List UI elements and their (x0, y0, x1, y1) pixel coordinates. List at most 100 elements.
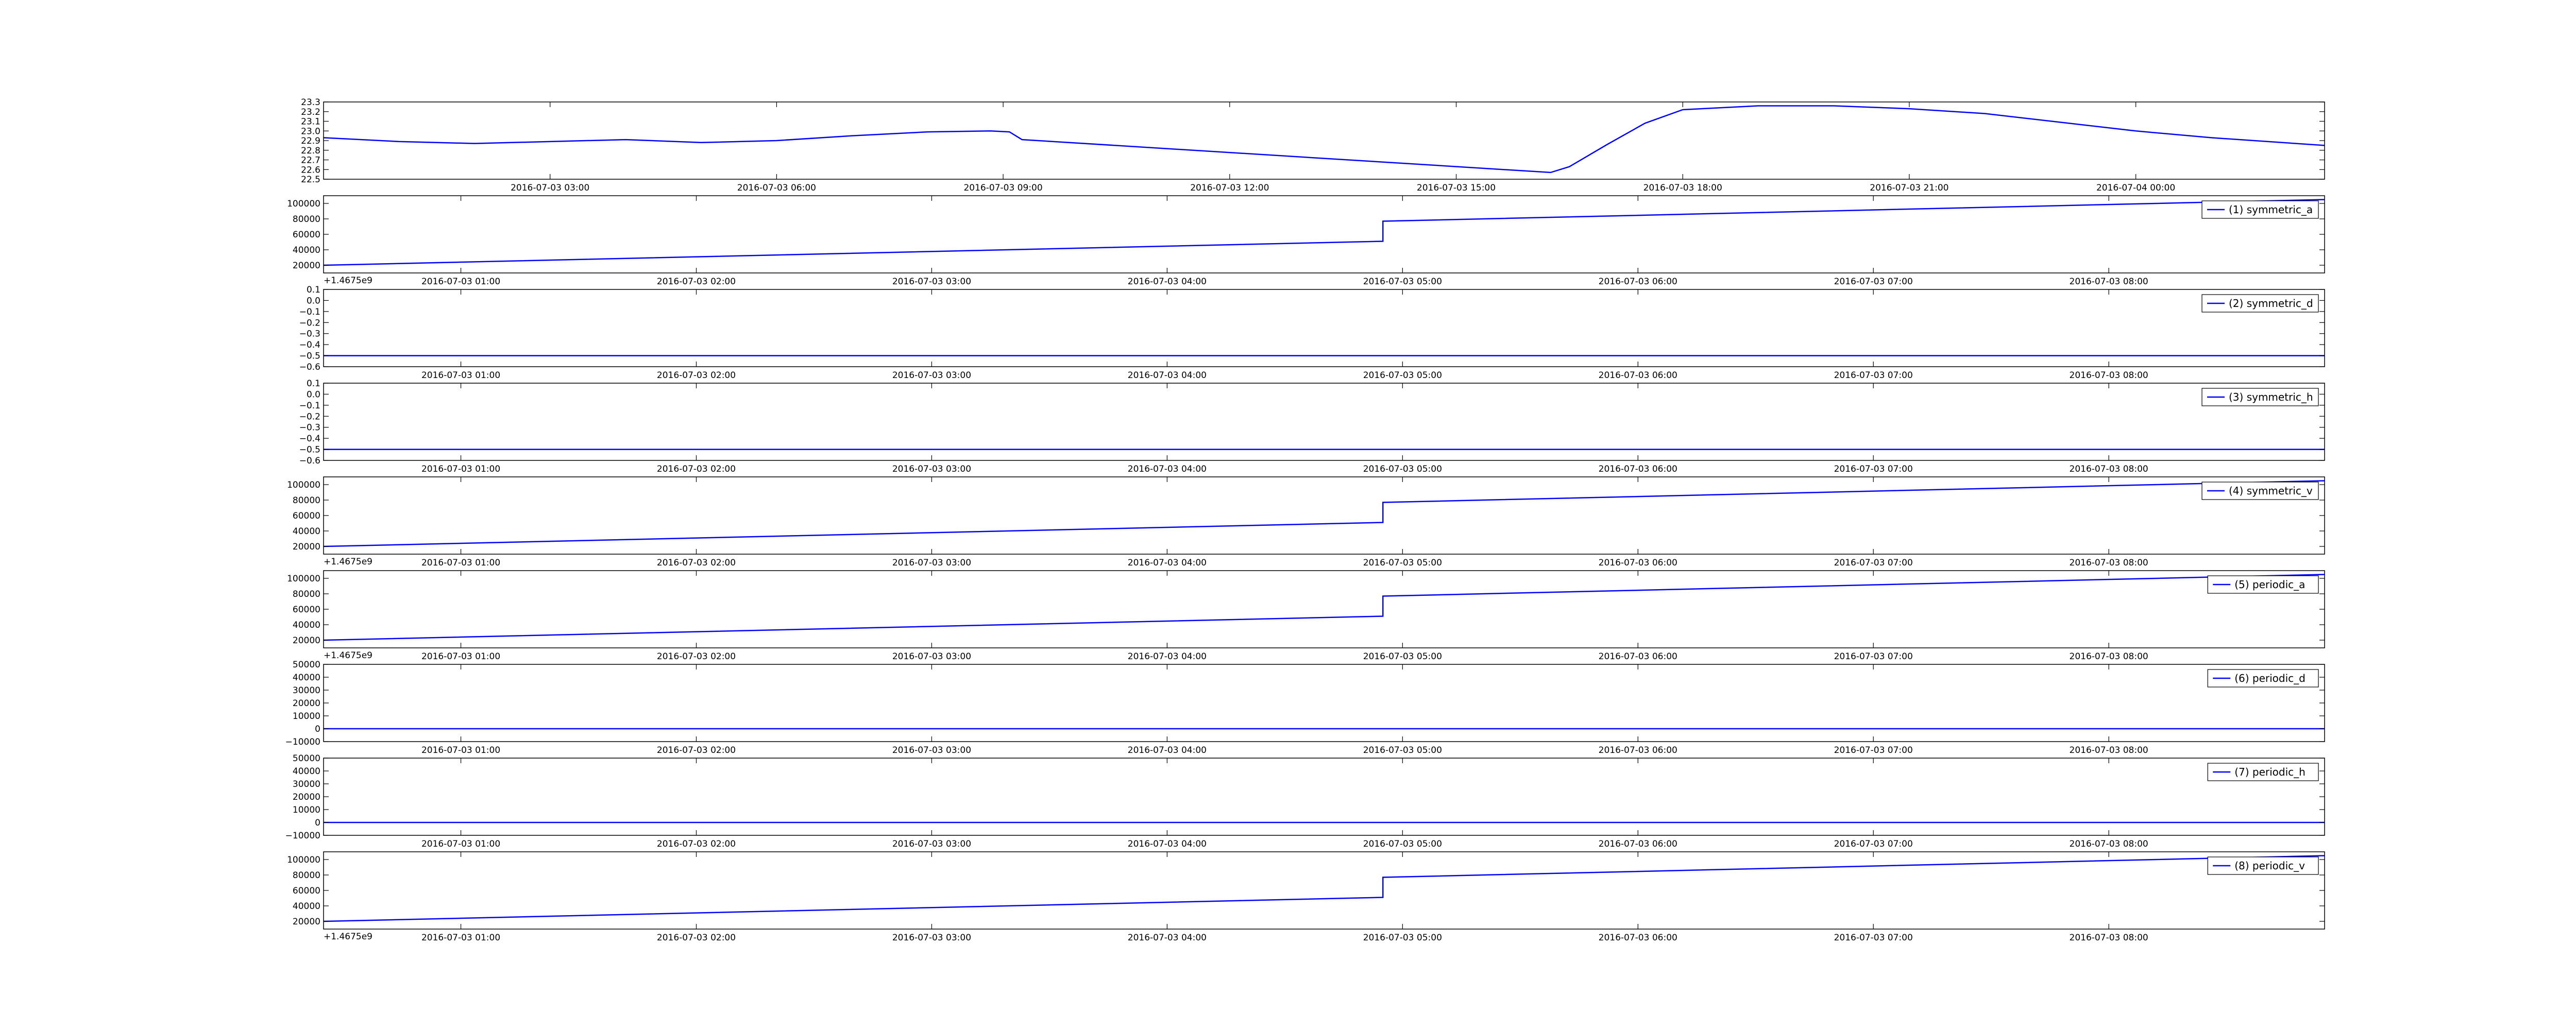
series-line-1-1 (324, 105, 2325, 174)
x-tick-label: 2016-07-03 15:00 (1417, 183, 1496, 193)
x-tick-label: 2016-07-03 04:00 (1128, 745, 1207, 756)
y-tick-label: −0.5 (299, 445, 320, 455)
y-tick-label: 100000 (287, 855, 320, 865)
legend-label: (3) symmetric_h (2229, 391, 2313, 403)
y-tick-label: −0.6 (299, 362, 320, 372)
y-tick-label: −10000 (285, 737, 320, 747)
x-tick-label: 2016-07-03 07:00 (1834, 277, 1913, 287)
subplot-8: −10000010000200003000040000500002016-07-… (285, 753, 2325, 849)
x-tick-label: 2016-07-03 02:00 (657, 277, 736, 287)
x-tick-label: 2016-07-03 05:00 (1363, 933, 1442, 943)
x-tick-label: 2016-07-03 06:00 (1599, 558, 1677, 568)
y-tick-label: −0.1 (299, 401, 320, 411)
x-tick-label: 2016-07-03 02:00 (657, 839, 736, 849)
y-tick-label: 23.0 (301, 126, 320, 136)
x-tick-label: 2016-07-03 02:00 (657, 933, 736, 943)
x-tick-label: 2016-07-03 05:00 (1363, 464, 1442, 474)
y-tick-label: 100000 (287, 199, 320, 209)
y-tick-label: 22.9 (301, 136, 320, 146)
legend-label: (6) periodic_d (2234, 672, 2306, 684)
x-tick-label: 2016-07-03 02:00 (657, 651, 736, 662)
x-offset-label: +1.4675e9 (324, 650, 372, 661)
y-tick-label: 100000 (287, 574, 320, 584)
x-tick-label: 2016-07-03 06:00 (1599, 933, 1677, 943)
y-tick-label: 40000 (293, 901, 320, 912)
y-tick-label: 30000 (293, 779, 320, 789)
legend-label: (8) periodic_v (2234, 860, 2305, 872)
axes-frame (323, 851, 2325, 930)
x-tick-label: 2016-07-03 01:00 (421, 745, 500, 756)
y-tick-label: 80000 (293, 495, 320, 506)
x-tick-label: 2016-07-03 12:00 (1190, 183, 1269, 193)
y-tick-label: 60000 (293, 511, 320, 521)
x-offset-label: +1.4675e9 (324, 276, 372, 286)
y-tick-label: −0.6 (299, 456, 320, 466)
x-tick-label: 2016-07-03 18:00 (1643, 183, 1722, 193)
y-tick-label: −0.5 (299, 351, 320, 362)
x-tick-label: 2016-07-03 08:00 (2070, 558, 2148, 568)
subplot-3: −0.6−0.5−0.4−0.3−0.2−0.10.00.12016-07-03… (299, 285, 2325, 381)
x-tick-label: 2016-07-03 05:00 (1363, 277, 1442, 287)
y-tick-label: 50000 (293, 753, 320, 764)
y-tick-label: 20000 (293, 636, 320, 646)
legend-label: (2) symmetric_d (2229, 297, 2313, 310)
y-tick-label: 20000 (293, 542, 320, 552)
y-tick-label: −0.2 (299, 411, 320, 422)
y-tick-label: 23.3 (301, 97, 320, 108)
x-tick-label: 2016-07-03 03:00 (892, 277, 971, 287)
series-line-5-1 (324, 480, 2325, 547)
x-tick-label: 2016-07-03 01:00 (421, 933, 500, 943)
legend-box (2201, 388, 2319, 406)
x-tick-label: 2016-07-03 07:00 (1834, 651, 1913, 662)
axes-frame (323, 101, 2325, 180)
legend: (8) periodic_v (2207, 856, 2319, 875)
y-tick-label: −0.4 (299, 340, 320, 350)
x-tick-label: 2016-07-03 03:00 (892, 651, 971, 662)
y-tick-label: 0.0 (307, 389, 320, 400)
y-tick-label: 20000 (293, 917, 320, 927)
axes-frame (323, 476, 2325, 555)
legend: (3) symmetric_h (2201, 388, 2319, 406)
subplot-7: −10000010000200003000040000500002016-07-… (285, 660, 2325, 756)
x-tick-label: 2016-07-03 01:00 (421, 839, 500, 849)
y-tick-label: −10000 (285, 831, 320, 841)
x-tick-label: 2016-07-03 06:00 (1599, 651, 1677, 662)
y-tick-label: 22.8 (301, 146, 320, 156)
y-tick-label: 10000 (293, 711, 320, 722)
x-tick-label: 2016-07-03 01:00 (421, 558, 500, 568)
y-tick-label: 40000 (293, 673, 320, 683)
y-tick-label: 0 (315, 818, 320, 828)
y-tick-label: 30000 (293, 685, 320, 696)
y-tick-label: 20000 (293, 261, 320, 271)
x-tick-label: 2016-07-03 03:00 (892, 745, 971, 756)
legend: (7) periodic_h (2207, 763, 2319, 781)
x-tick-label: 2016-07-03 04:00 (1128, 651, 1207, 662)
x-tick-label: 2016-07-03 08:00 (2070, 464, 2148, 474)
axes-frame (323, 383, 2325, 461)
legend-box (2207, 669, 2319, 688)
legend: (2) symmetric_d (2201, 294, 2319, 313)
y-tick-label: −0.2 (299, 318, 320, 328)
y-tick-label: 60000 (293, 230, 320, 240)
x-tick-label: 2016-07-03 05:00 (1363, 651, 1442, 662)
y-tick-label: 22.5 (301, 175, 320, 185)
x-tick-label: 2016-07-03 04:00 (1128, 839, 1207, 849)
legend: (5) periodic_a (2207, 575, 2319, 594)
x-tick-label: 2016-07-03 03:00 (892, 839, 971, 849)
y-tick-label: 23.2 (301, 107, 320, 117)
x-tick-label: 2016-07-03 04:00 (1128, 558, 1207, 568)
x-tick-label: 2016-07-03 05:00 (1363, 558, 1442, 568)
y-tick-label: 80000 (293, 214, 320, 225)
y-tick-label: 80000 (293, 870, 320, 881)
x-tick-label: 2016-07-03 01:00 (421, 370, 500, 381)
legend-label: (1) symmetric_a (2229, 203, 2313, 216)
x-tick-label: 2016-07-03 05:00 (1363, 839, 1442, 849)
y-tick-label: 10000 (293, 805, 320, 815)
legend: (4) symmetric_v (2201, 482, 2319, 500)
axes-frame (323, 195, 2325, 273)
y-tick-label: 20000 (293, 792, 320, 802)
